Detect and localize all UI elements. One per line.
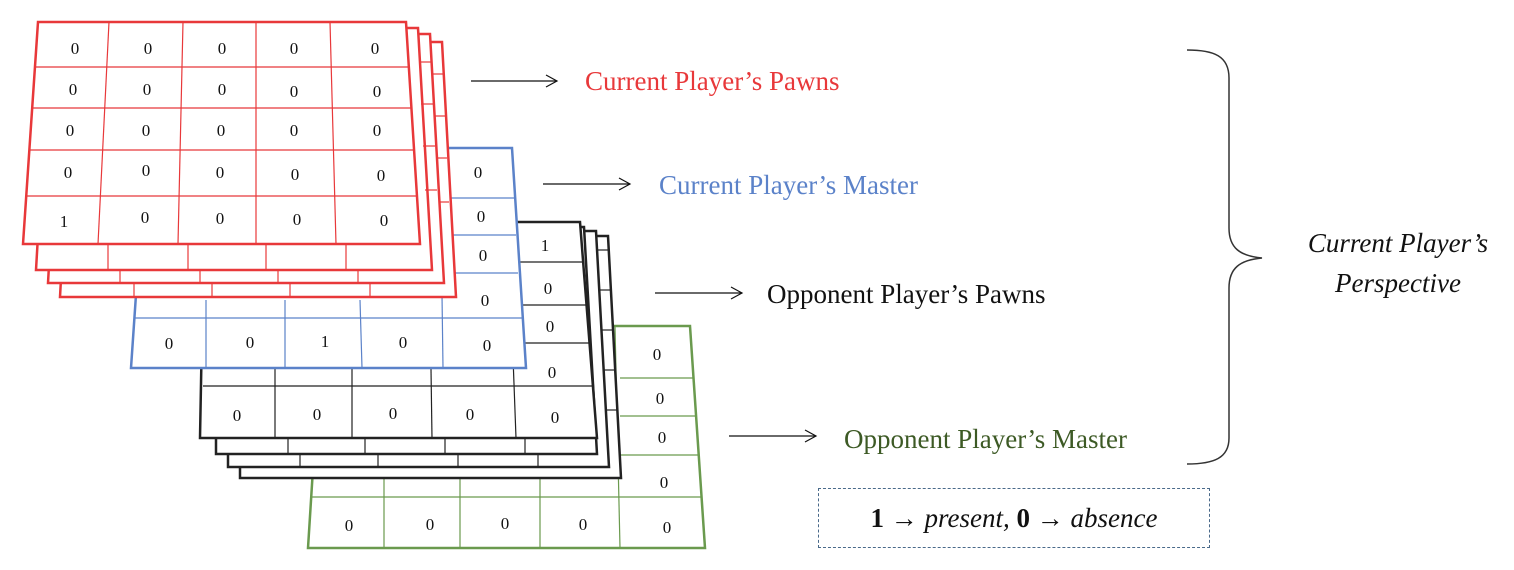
current-pawns-grid: 0 0 0 0 0 0 0 0 0 0 0 0 0 0 0 0 0 0 0 0 … xyxy=(60,39,389,231)
cur-pawns-r1c4: 0 xyxy=(373,82,382,101)
cur-master-col-0: 0 xyxy=(474,163,483,182)
legend-arrow-icon-2: → xyxy=(1036,502,1064,533)
opp-master-row-1: 0 xyxy=(426,515,435,534)
label-opponent-master: Opponent Player’s Master xyxy=(844,424,1127,454)
cur-pawns-r3c0: 0 xyxy=(64,163,73,182)
label-opponent-pawns: Opponent Player’s Pawns xyxy=(767,279,1045,309)
opp-master-row-2: 0 xyxy=(501,514,510,533)
perspective-line-2: Perspective xyxy=(1334,268,1461,298)
opp-master-row-4: 0 xyxy=(663,518,672,537)
opp-pawns-row-1: 0 xyxy=(313,405,322,424)
opp-master-col-0: 0 xyxy=(653,345,662,364)
legend-arrow-icon: → xyxy=(890,502,918,533)
cur-master-col-2: 0 xyxy=(479,246,488,265)
cur-pawns-r3c2: 0 xyxy=(216,163,225,182)
cur-pawns-r3c3: 0 xyxy=(291,165,300,184)
opp-pawns-row-3: 0 xyxy=(466,405,475,424)
cur-pawns-r2c0: 0 xyxy=(66,121,75,140)
opp-pawns-col-3: 0 xyxy=(548,363,557,382)
curly-brace xyxy=(1186,49,1263,465)
opp-pawns-col-0: 1 xyxy=(541,236,550,255)
cur-pawns-r3c4: 0 xyxy=(377,166,386,185)
opp-pawns-col-1: 0 xyxy=(544,279,553,298)
legend-zero: 0 xyxy=(1016,502,1031,533)
cur-master-row-2: 1 xyxy=(321,332,330,351)
cur-pawns-r4c2: 0 xyxy=(216,209,225,228)
cur-pawns-r2c4: 0 xyxy=(373,121,382,140)
opp-pawns-col-2: 0 xyxy=(546,317,555,336)
opp-master-col-1: 0 xyxy=(656,389,665,408)
cur-pawns-r1c0: 0 xyxy=(69,80,78,99)
opp-master-col-2: 0 xyxy=(658,428,667,447)
cur-master-col-3: 0 xyxy=(481,291,490,310)
legend-box: 1 → present, 0 → absence xyxy=(818,488,1210,548)
cur-master-row-1: 0 xyxy=(246,333,255,352)
cur-pawns-r1c2: 0 xyxy=(218,80,227,99)
cur-pawns-r2c3: 0 xyxy=(290,121,299,140)
label-current-master: Current Player’s Master xyxy=(659,170,918,200)
opp-pawns-row-4: 0 xyxy=(551,408,560,427)
legend-absence: absence xyxy=(1070,502,1158,533)
cur-master-col-1: 0 xyxy=(477,207,486,226)
cur-pawns-r4c3: 0 xyxy=(293,210,302,229)
opp-pawns-row-2: 0 xyxy=(389,404,398,423)
cur-pawns-r0c4: 0 xyxy=(371,39,380,58)
cur-pawns-r0c2: 0 xyxy=(218,39,227,58)
cur-pawns-r2c2: 0 xyxy=(217,121,226,140)
cur-master-row-3: 0 xyxy=(399,333,408,352)
layer-current-pawns: 0 0 0 0 0 0 0 0 0 0 0 0 0 0 0 0 0 0 0 0 … xyxy=(21,20,458,299)
perspective-line-1: Current Player’s xyxy=(1308,228,1488,258)
cur-pawns-r4c0: 1 xyxy=(60,212,69,231)
cur-pawns-r0c0: 0 xyxy=(71,39,80,58)
cur-pawns-r1c1: 0 xyxy=(143,80,152,99)
opp-master-row-3: 0 xyxy=(579,515,588,534)
opp-master-col-3: 0 xyxy=(660,473,669,492)
cur-master-row-4: 0 xyxy=(483,336,492,355)
legend-one: 1 xyxy=(870,502,885,533)
cur-pawns-r4c1: 0 xyxy=(141,208,150,227)
cur-pawns-r0c1: 0 xyxy=(144,39,153,58)
opp-pawns-row-0: 0 xyxy=(233,406,242,425)
cur-pawns-r0c3: 0 xyxy=(290,39,299,58)
cur-pawns-r4c4: 0 xyxy=(380,211,389,230)
opp-master-row-0: 0 xyxy=(345,516,354,535)
cur-master-row-0: 0 xyxy=(165,334,174,353)
label-current-pawns: Current Player’s Pawns xyxy=(585,66,839,96)
cur-pawns-r3c1: 0 xyxy=(142,161,151,180)
legend-present: present, xyxy=(924,502,1010,533)
cur-pawns-r1c3: 0 xyxy=(290,82,299,101)
cur-pawns-r2c1: 0 xyxy=(142,121,151,140)
